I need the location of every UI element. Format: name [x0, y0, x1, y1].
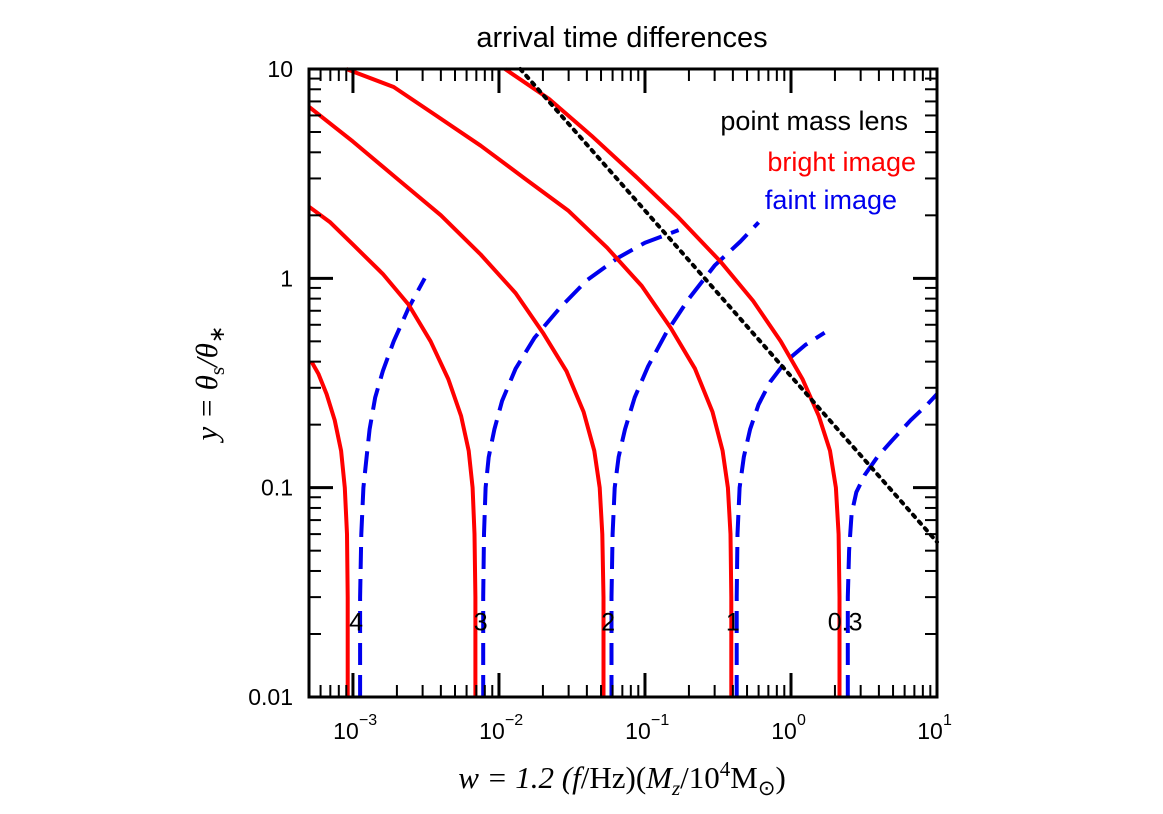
curve-label: 3: [474, 608, 488, 636]
series-3-faint: [481, 228, 680, 697]
y-tick-label: 1: [280, 265, 293, 291]
x-axis-label: w = 1.2 (f/Hz)(Mz/104M⊙): [458, 757, 786, 800]
x-tick-base: 10: [333, 718, 359, 744]
curve-label: 1: [726, 608, 740, 636]
y-axis-label: y = θs/θ∗: [189, 325, 229, 443]
x-tick-base: 10: [917, 718, 943, 744]
x-tick-exponent: −3: [359, 712, 377, 729]
x-tick-exponent: 0: [797, 712, 806, 729]
curve-label: 4: [349, 608, 363, 636]
series-4-faint: [358, 277, 427, 697]
x-tick-exponent: −1: [651, 712, 669, 729]
legend-heading: point mass lens: [720, 106, 908, 136]
x-tick-label: 10−1: [625, 712, 669, 744]
x-tick-label: 10−2: [479, 712, 523, 744]
y-tick-label: 10: [267, 56, 293, 82]
series-limit-boundary: [518, 67, 939, 544]
x-tick-exponent: 1: [943, 712, 952, 729]
chart-title: arrival time differences: [476, 22, 767, 54]
y-tick-label: 0.01: [248, 684, 293, 710]
legend: point mass lens bright image faint image: [720, 106, 916, 215]
series-0.3-faint: [845, 392, 939, 697]
series-3-bright: [307, 205, 478, 697]
x-tick-label: 10−3: [333, 712, 377, 744]
series-layer: [307, 67, 939, 697]
curve-label: 0.3: [828, 608, 863, 636]
x-tick-base: 10: [771, 718, 797, 744]
curve-label: 2: [601, 608, 615, 636]
legend-entry-faint-image: faint image: [765, 185, 897, 215]
series-4-bright: [309, 360, 350, 697]
x-tick-exponent: −2: [505, 712, 523, 729]
plot-frame: [307, 67, 939, 699]
series-2-bright: [307, 105, 606, 697]
y-tick-label: 0.1: [261, 475, 293, 501]
series-1-faint: [734, 331, 826, 697]
legend-entry-bright-image: bright image: [767, 147, 916, 177]
x-tick-base: 10: [479, 718, 505, 744]
y-tick-labels: 0.01 0.1 1 10: [248, 56, 293, 710]
series-0.3-bright: [503, 67, 842, 697]
series-2-faint: [609, 221, 761, 697]
series-1-bright: [345, 67, 734, 697]
x-tick-base: 10: [625, 718, 651, 744]
curve-labels: 4 3 2 1 0.3: [349, 608, 862, 636]
